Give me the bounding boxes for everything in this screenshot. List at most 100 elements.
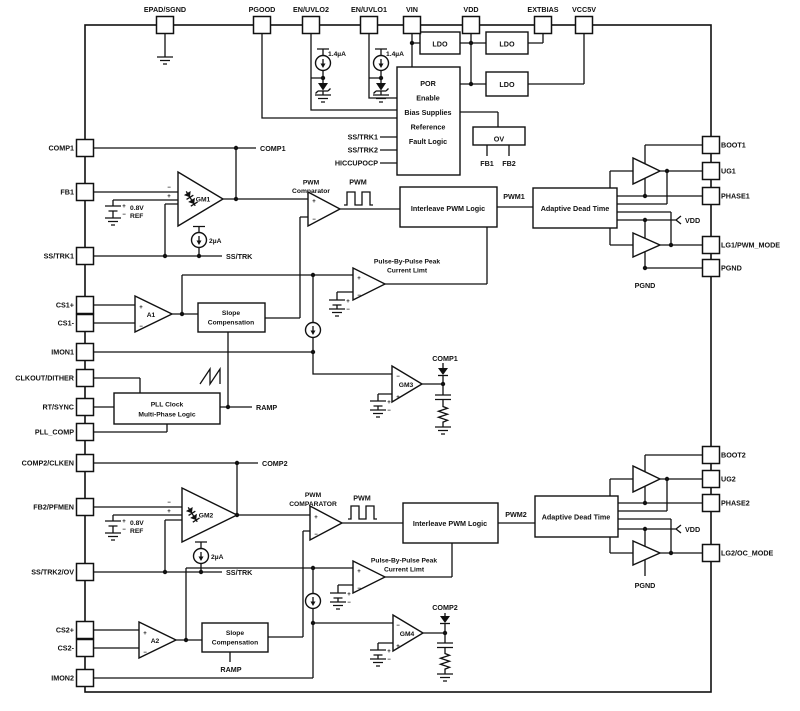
polarity-mark: +: [396, 395, 400, 401]
polarity-mark: −: [122, 212, 126, 218]
pin-label: CS2-: [58, 644, 75, 653]
net-label-pgnd: PGND: [635, 281, 656, 290]
pin-label: RT/SYNC: [42, 403, 74, 412]
net-label-ramp: RAMP: [220, 665, 241, 674]
por-input-label: SS/TRK1: [348, 133, 378, 142]
pin-label: SS/TRK2/OV: [31, 568, 74, 577]
ground-icon: [328, 308, 346, 317]
por-label: Bias Supplies: [404, 108, 451, 117]
net-label-vdd: VDD: [685, 525, 700, 534]
pin-ss-trk2-ov: [75, 562, 95, 582]
gm4-label: GM4: [400, 631, 415, 638]
polarity-mark: +: [346, 299, 350, 305]
pin-ug2: [701, 469, 721, 489]
pin-phase1: [701, 186, 721, 206]
polarity-mark: −: [167, 185, 171, 191]
current-value: 2µA: [209, 238, 222, 245]
polarity-mark: +: [167, 194, 171, 200]
interleave1-label: Interleave PWM Logic: [411, 204, 485, 213]
sawtooth-waveform-icon: [199, 368, 221, 385]
polarity-mark: −: [167, 500, 171, 506]
function-blocks: [113, 31, 619, 653]
gm3-label: GM3: [399, 382, 414, 389]
net-label-comp1: COMP1: [432, 354, 458, 363]
polarity-mark: −: [387, 408, 391, 414]
pin-cs1p: [75, 295, 95, 315]
current-limit1-label: Current Limt: [387, 268, 428, 275]
amplifier-symbols: [134, 156, 662, 660]
pin-label: VIN: [406, 5, 418, 14]
polarity-mark: +: [357, 569, 361, 575]
current-value: 1.4µA: [328, 51, 346, 58]
net-label-pwm2: PWM2: [505, 510, 527, 519]
current-value: 2µA: [211, 554, 224, 561]
pin-vdd: [461, 15, 481, 35]
labels: EPAD/SGND PGOOD EN/UVLO2 EN/UVLO1 VIN VD…: [15, 5, 780, 683]
slope1-label: Slope: [222, 310, 240, 317]
pin-fb1: [75, 182, 95, 202]
gm3-amp: [391, 364, 424, 404]
polarity-mark: −: [396, 623, 400, 629]
polarity-mark: −: [357, 586, 361, 592]
pin-pgood: [252, 15, 272, 35]
wires-channel1: [94, 147, 533, 433]
por-input-label: HICCUPOCP: [335, 159, 378, 168]
adt1-label: Adaptive Dead Time: [541, 204, 610, 213]
pin-label: BOOT1: [721, 141, 746, 150]
pin-label: EN/UVLO1: [351, 5, 387, 14]
ground-icon: [436, 673, 454, 682]
pwm-comparator2: [309, 504, 344, 542]
por-block: [396, 66, 461, 176]
net-label-pgnd: PGND: [635, 581, 656, 590]
pin-label: CS2+: [56, 626, 74, 635]
capacitor-icon: [436, 642, 454, 649]
interleave2-label: Interleave PWM Logic: [413, 519, 487, 528]
pin-label: FB1: [60, 188, 74, 197]
ldo-label: LDO: [499, 80, 515, 89]
pin-vcc5v: [574, 15, 594, 35]
a2-amp: [138, 620, 178, 660]
polarity-mark: +: [143, 631, 147, 637]
polarity-mark: −: [346, 307, 350, 313]
pin-label: EN/UVLO2: [293, 5, 329, 14]
pin-boot1: [701, 135, 721, 155]
vref-value: 0.8V: [130, 520, 144, 527]
por-label: POR: [420, 79, 436, 88]
net-label-pwm: PWM: [349, 178, 367, 187]
pin-label: PHASE1: [721, 192, 750, 201]
ug1-driver: [632, 156, 662, 186]
a1-amp: [134, 294, 174, 334]
pin-label: LG1/PWM_MODE: [721, 241, 780, 250]
ground-icon: [369, 409, 387, 418]
current-source-icon: [190, 231, 208, 249]
comparator2-label: PWM: [305, 492, 322, 499]
pin-comp2-clken: [75, 453, 95, 473]
gm1-label: GM1: [196, 197, 211, 204]
current-source-icon: [192, 547, 210, 565]
current-source-icon: [304, 592, 322, 610]
junction-dots: [162, 40, 674, 643]
polarity-mark: −: [143, 650, 147, 656]
wires-driver1: [609, 144, 703, 269]
adaptive-dead-time1-block: [532, 187, 618, 229]
pwm-waveform-icon: [343, 191, 374, 206]
ldo1-block: [419, 31, 461, 55]
polarity-mark: −: [122, 527, 126, 533]
pin-label: LG2/OC_MODE: [721, 549, 774, 558]
pin-cs2p: [75, 620, 95, 640]
pin-label: VCC5V: [572, 5, 596, 14]
polarity-mark: +: [167, 509, 171, 515]
polarity-mark: −: [312, 217, 316, 223]
pll-block: [113, 392, 221, 425]
pin-phase2: [701, 493, 721, 513]
por-input-label: SS/TRK2: [348, 146, 378, 155]
pin-ss-trk1: [75, 246, 95, 266]
pin-boot2: [701, 445, 721, 465]
pll-label: Multi-Phase Logic: [138, 412, 196, 419]
ldo2-block: [485, 31, 529, 55]
pin-lg2-oc-mode: [701, 543, 721, 563]
pin-label: COMP2/CLKEN: [22, 459, 74, 468]
polarity-mark: +: [357, 276, 361, 282]
interleave2-block: [402, 502, 499, 544]
